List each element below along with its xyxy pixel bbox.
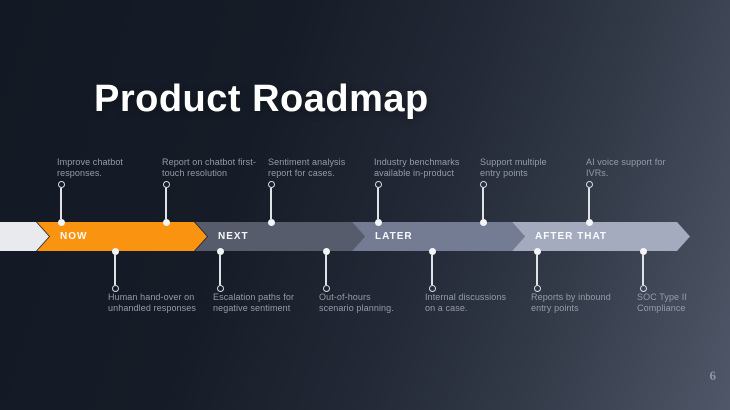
connector-ring (322, 285, 330, 292)
connector-line (642, 255, 644, 285)
connector-ring (533, 285, 541, 292)
callout-label: Human hand-over on unhandled responses (108, 292, 196, 313)
connector-line (588, 188, 590, 219)
callout-connector (216, 248, 224, 292)
slide-title: Product Roadmap (94, 78, 429, 120)
connector-dot (533, 248, 541, 255)
stage-label: NEXT (218, 231, 249, 242)
connector-line (431, 255, 433, 285)
callout-label: Industry benchmarks available in-product (374, 157, 460, 178)
callout-label: Reports by inbound entry points (531, 292, 611, 313)
callout-connector (639, 248, 647, 292)
connector-dot (57, 219, 65, 226)
callout-label: Report on chatbot first-touch resolution (162, 157, 256, 178)
callout-connector (111, 248, 119, 292)
callout-label: Escalation paths for negative sentiment (213, 292, 295, 313)
stage-later: LATER (352, 222, 525, 251)
connector-ring (374, 181, 382, 188)
connector-line (114, 255, 116, 285)
connector-dot (162, 219, 170, 226)
connector-line (536, 255, 538, 285)
stage-now: NOW (37, 222, 207, 251)
connector-line (219, 255, 221, 285)
callout-connector (585, 181, 593, 226)
callout-connector (162, 181, 170, 226)
callout-connector (533, 248, 541, 292)
callout-connector (322, 248, 330, 292)
connector-ring (479, 181, 487, 188)
callout-label: Sentiment analysis report for cases. (268, 157, 346, 178)
connector-ring (639, 285, 647, 292)
connector-dot (111, 248, 119, 255)
connector-line (60, 188, 62, 219)
connector-ring (585, 181, 593, 188)
callout-label: SOC Type II Compliance (637, 292, 687, 313)
stage-next: NEXT (195, 222, 365, 251)
connector-ring (162, 181, 170, 188)
connector-ring (267, 181, 275, 188)
stage-label: NOW (60, 231, 88, 242)
connector-line (270, 188, 272, 219)
callout-connector (57, 181, 65, 226)
callout-label: Out-of-hours scenario planning. (319, 292, 394, 313)
connector-line (482, 188, 484, 219)
connector-dot (374, 219, 382, 226)
connector-dot (322, 248, 330, 255)
stage-label: LATER (375, 231, 413, 242)
connector-line (325, 255, 327, 285)
stage-after-that: AFTER THAT (512, 222, 690, 251)
callout-label: AI voice support for IVRs. (586, 157, 666, 178)
connector-dot (216, 248, 224, 255)
callout-connector (428, 248, 436, 292)
callout-label: Support multiple entry points (480, 157, 547, 178)
callout-connector (479, 181, 487, 226)
connector-ring (111, 285, 119, 292)
connector-line (377, 188, 379, 219)
connector-dot (585, 219, 593, 226)
connector-dot (479, 219, 487, 226)
connector-ring (57, 181, 65, 188)
callout-label: Internal discussions on a case. (425, 292, 507, 313)
connector-dot (639, 248, 647, 255)
connector-ring (216, 285, 224, 292)
callout-connector (267, 181, 275, 226)
connector-line (165, 188, 167, 219)
page-number: 6 (709, 368, 717, 383)
callout-connector (374, 181, 382, 226)
stage-label: AFTER THAT (535, 231, 608, 242)
connector-dot (267, 219, 275, 226)
connector-ring (428, 285, 436, 292)
connector-dot (428, 248, 436, 255)
callout-label: Improve chatbot responses. (57, 157, 124, 178)
